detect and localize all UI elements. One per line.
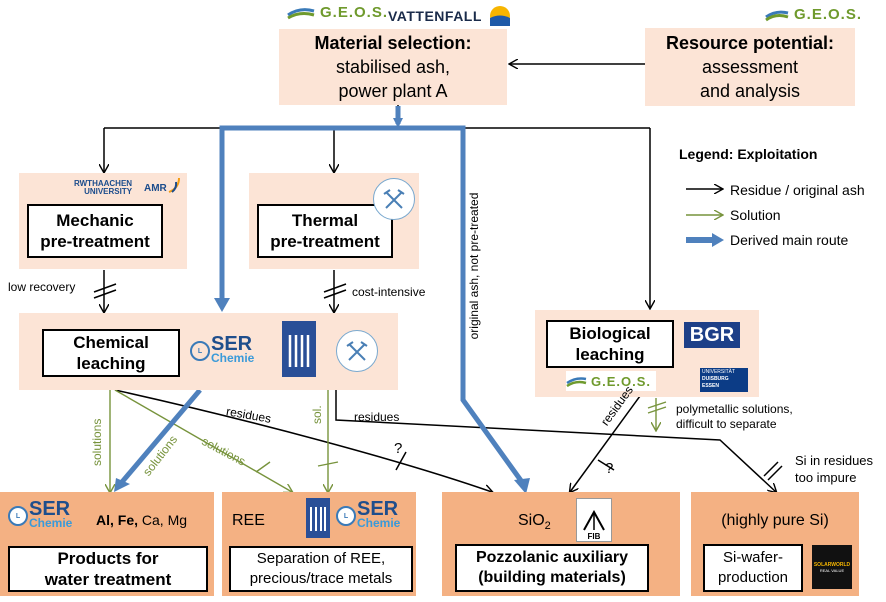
loser-chemie-logo-ree: L SER Chemie — [336, 499, 400, 530]
main-route — [120, 106, 525, 484]
resource-potential-title: Resource potential: — [665, 33, 835, 53]
residues-label-2: residues — [354, 410, 400, 424]
solutions-label-1: solutions — [90, 418, 104, 466]
geos-logo-right: G.E.O.S. — [764, 6, 862, 23]
mechanic-pretreatment-box: Mechanic pre-treatment — [27, 204, 163, 258]
cost-intensive-label: cost-intensive — [352, 285, 426, 299]
low-recovery-label: low recovery — [8, 280, 76, 294]
amr-logo: AMR — [144, 176, 181, 194]
lc-circle-icon: L — [190, 341, 210, 361]
biological-leaching-box: Biological leaching — [546, 320, 674, 368]
legend-route-head — [712, 233, 724, 247]
main-route-head-chem — [214, 298, 230, 312]
water-treatment-box: Products for water treatment — [8, 546, 208, 592]
material-selection-line1: stabilised ash, — [335, 57, 451, 77]
ree-separation-box: Separation of REE, precious/trace metals — [229, 546, 413, 592]
hammer-pick-icon — [346, 341, 368, 361]
loser-chemie-logo-chem: L SER Chemie — [190, 334, 254, 365]
solarworld-logo: SOLARWORLD REAL VALUE — [812, 545, 852, 589]
material-selection-box: Material selection: stabilised ash, powe… — [279, 29, 507, 105]
polymetallic-label: polymetallic solutions, difficult to sep… — [676, 402, 793, 431]
lc-circle-icon: L — [8, 506, 28, 526]
water-treatment-metals: Al, Fe, Ca, Mg — [96, 512, 188, 528]
geos-logo-bio: G.E.O.S. — [566, 371, 656, 391]
original-ash-label: original ash, not pre-treated — [467, 192, 481, 340]
material-selection-title: Material selection: — [314, 33, 472, 53]
main-route-head-top — [393, 118, 403, 128]
sol-label: sol. — [310, 405, 324, 424]
mla-logo-ree — [306, 498, 330, 538]
highly-pure-si-title: (highly pure Si) — [721, 512, 829, 529]
legend-item-residue: Residue / original ash — [730, 182, 865, 198]
si-wafer-production-box: Si-wafer- production — [703, 544, 803, 592]
question-mark-1: ? — [394, 440, 403, 457]
mla-logo-chem — [282, 321, 316, 377]
geos-swoosh-icon — [765, 10, 789, 21]
question-mark-2: ? — [605, 460, 614, 477]
sio2-title: SiO2 — [518, 512, 551, 533]
resource-potential-box: Resource potential: assessment and analy… — [645, 28, 855, 106]
material-selection-line2: power plant A — [338, 81, 448, 101]
duisburg-essen-logo: UNIVERSITÄT DUISBURG ESSEN — [700, 368, 748, 392]
thermal-pretreatment-box: Thermal pre-treatment — [257, 204, 393, 258]
freiberg-seal-thermal — [373, 178, 415, 220]
geos-swoosh-icon — [287, 7, 315, 19]
hammer-pick-icon — [383, 189, 405, 209]
solution-arrows — [110, 389, 667, 492]
legend-item-main-route: Derived main route — [730, 232, 849, 248]
freiberg-seal-chem — [336, 330, 378, 372]
amr-arc-icon — [168, 177, 180, 193]
main-route-head-water — [114, 478, 130, 492]
mla-mark-icon — [288, 335, 310, 367]
vattenfall-sun-icon — [489, 6, 510, 26]
fib-bridge-icon — [583, 510, 605, 531]
vattenfall-logo: VATTENFALL — [388, 5, 513, 27]
bgr-logo: BGR — [684, 322, 740, 348]
rwth-logo: RWTHAACHEN UNIVERSITY — [74, 179, 133, 196]
loser-chemie-logo-water: L SER Chemie — [8, 499, 72, 530]
ree-title: REE — [232, 512, 265, 529]
mla-mark-icon — [310, 507, 326, 531]
resource-potential-line2: and analysis — [699, 81, 801, 101]
resource-potential-line1: assessment — [701, 57, 799, 77]
lc-circle-icon: L — [336, 506, 356, 526]
geos-swoosh-icon — [566, 377, 587, 387]
chemical-leaching-box: Chemical leaching — [42, 329, 180, 377]
si-impure-label: Si in residues too impure — [795, 453, 874, 485]
legend-item-solution: Solution — [730, 207, 781, 223]
residue-distribution — [93, 105, 783, 492]
pozzolanic-auxiliary-box: Pozzolanic auxiliary (building materials… — [455, 544, 649, 592]
geos-logo-top: G.E.O.S. — [286, 4, 388, 21]
legend-title: Legend: Exploitation — [679, 146, 818, 162]
fib-logo: FIB — [576, 498, 612, 542]
main-route-head-sio2 — [514, 478, 530, 494]
